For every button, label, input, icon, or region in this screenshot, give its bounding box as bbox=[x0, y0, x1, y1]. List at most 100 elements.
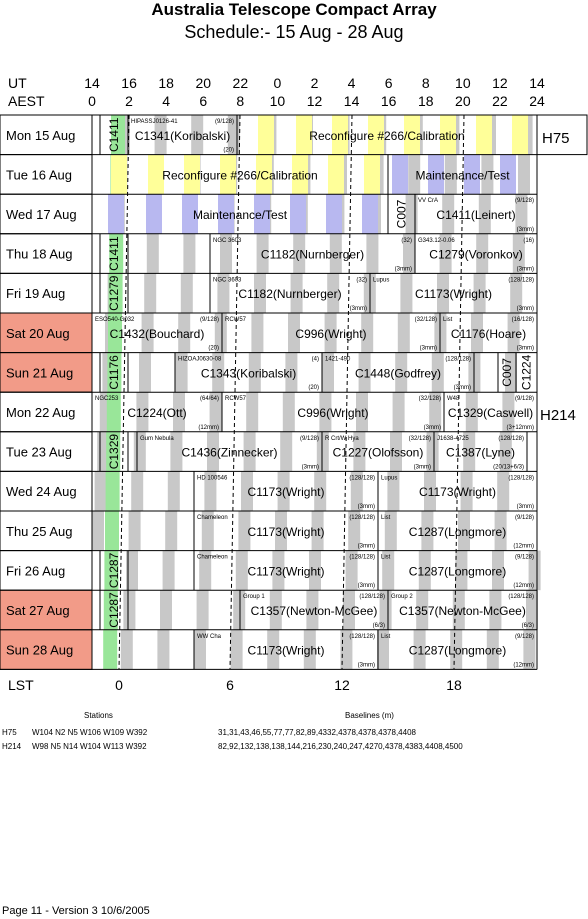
lst-stripe bbox=[212, 352, 225, 393]
block-source: Gum Nebula bbox=[140, 436, 174, 442]
lst-stripe bbox=[518, 154, 530, 195]
block-band: (20) bbox=[223, 148, 234, 154]
lst-stripe bbox=[162, 550, 175, 591]
lst-stripe bbox=[403, 233, 415, 274]
lst-stripe bbox=[314, 471, 327, 511]
block-source: List bbox=[443, 317, 453, 323]
block-label: C1357(Newton-McGee) bbox=[251, 604, 378, 618]
block-label: C1176(Hoare) bbox=[451, 327, 526, 341]
block-band: (12mm) bbox=[513, 662, 534, 668]
lst-stripe bbox=[199, 550, 212, 591]
block-source: W48 bbox=[447, 396, 460, 402]
block-channels: (9/128) bbox=[515, 198, 534, 204]
block-source: J1638-4725 bbox=[437, 436, 469, 442]
lst-stripe bbox=[214, 313, 227, 353]
lst-stripe bbox=[94, 471, 107, 511]
config-label-h214: H214 bbox=[540, 407, 576, 424]
block-label: Reconfigure #266/Calibration bbox=[162, 168, 317, 182]
lst-stripe bbox=[204, 471, 217, 511]
lst-line bbox=[341, 114, 353, 670]
block-band: (3mm) bbox=[517, 227, 534, 233]
lst-stripe bbox=[463, 431, 476, 472]
config-band bbox=[220, 154, 236, 195]
block-source: List bbox=[381, 515, 391, 521]
ut-axis-label: UT bbox=[8, 75, 27, 91]
baselines-header: Baselines (m) bbox=[345, 711, 394, 720]
block-label: C1287(Longmore) bbox=[409, 525, 506, 539]
block-band: (3mm) bbox=[517, 346, 534, 352]
maint-band bbox=[254, 194, 270, 234]
ut-tick-label: 12 bbox=[492, 75, 508, 91]
lst-stripe bbox=[322, 352, 334, 393]
block-band: (3mm) bbox=[420, 346, 437, 352]
lst-stripe bbox=[348, 511, 361, 551]
day-label: Tue 23 Aug bbox=[6, 445, 72, 460]
block-channels: (9/128) bbox=[515, 634, 534, 640]
maint-band bbox=[326, 194, 342, 234]
lst-stripe bbox=[460, 471, 473, 511]
station-list-h75: W104 N2 N5 W106 W109 W392 bbox=[32, 728, 148, 737]
lst-stripe bbox=[384, 511, 397, 551]
lst-stripe bbox=[502, 392, 515, 432]
lst-stripe bbox=[439, 233, 452, 274]
config-band bbox=[256, 154, 272, 195]
ut-tick-label: 18 bbox=[158, 75, 174, 91]
lst-stripe bbox=[160, 590, 172, 630]
lst-stripe bbox=[361, 313, 374, 353]
ut-tick-label: 16 bbox=[121, 75, 137, 91]
block-label: C1173(Wright) bbox=[248, 525, 325, 539]
block-channels: (128/128) bbox=[359, 594, 385, 600]
day-label: Thu 18 Aug bbox=[6, 247, 73, 262]
cal-stripe bbox=[105, 471, 120, 511]
lst-tick-label: 18 bbox=[446, 677, 462, 693]
lst-stripe bbox=[293, 233, 306, 274]
lst-stripe bbox=[444, 154, 457, 195]
block-label: C1173(Wright) bbox=[248, 485, 325, 499]
block-label: Maintenance/Test bbox=[415, 168, 510, 182]
lst-stripe bbox=[178, 313, 191, 353]
aest-tick-label: 20 bbox=[455, 93, 471, 109]
config-band bbox=[111, 154, 127, 195]
lst-stripe bbox=[442, 194, 455, 234]
lst-stripe bbox=[329, 233, 342, 274]
lst-stripe bbox=[379, 590, 392, 630]
block-channels: (4) bbox=[312, 357, 319, 363]
lst-stripe bbox=[437, 273, 449, 313]
lst-stripe bbox=[505, 352, 517, 393]
lst-stripe bbox=[452, 590, 465, 630]
lst-stripe bbox=[481, 154, 494, 195]
lst-stripe bbox=[254, 273, 266, 313]
lst-stripe bbox=[471, 313, 483, 353]
lst-stripe bbox=[492, 550, 504, 591]
block-label-vertical: C1224 bbox=[520, 354, 534, 390]
block-label: C1173(Wright) bbox=[248, 564, 325, 578]
day-cell bbox=[0, 470, 93, 512]
page-footer: Page 11 - Version 3 10/6/2005 bbox=[2, 905, 150, 917]
lst-stripe bbox=[183, 233, 196, 274]
lst-stripe bbox=[366, 233, 379, 274]
cal-stripe bbox=[105, 511, 119, 551]
block-source: List bbox=[381, 634, 391, 640]
block-channels: (128/128) bbox=[498, 436, 524, 442]
lst-stripe bbox=[455, 550, 468, 591]
baselines-h75: 31,31,43,46,55,77,77,82,89,4332,4378,437… bbox=[218, 728, 416, 737]
block-band: (3mm) bbox=[414, 464, 431, 470]
block-channels: (16) bbox=[523, 238, 534, 244]
aest-tick-label: 4 bbox=[162, 93, 170, 109]
block-label-vertical: C1176 bbox=[107, 355, 121, 390]
block-label-vertical: C007 bbox=[395, 199, 409, 228]
maint-band bbox=[464, 154, 480, 195]
config-band bbox=[328, 154, 344, 195]
block-channels: (32/128) bbox=[419, 396, 441, 402]
block-band: (6/3) bbox=[373, 623, 385, 629]
lst-stripe bbox=[167, 471, 180, 511]
day-label: Tue 16 Aug bbox=[6, 167, 72, 182]
lst-stripe bbox=[144, 273, 157, 313]
lst-stripe bbox=[526, 590, 538, 630]
block-band: (3mm) bbox=[350, 306, 367, 312]
aest-tick-label: 18 bbox=[418, 93, 434, 109]
lst-tick-label: 6 bbox=[226, 677, 234, 693]
block-source: Group 2 bbox=[391, 594, 413, 600]
ut-tick-label: 4 bbox=[348, 75, 356, 91]
lst-stripe bbox=[476, 233, 489, 274]
